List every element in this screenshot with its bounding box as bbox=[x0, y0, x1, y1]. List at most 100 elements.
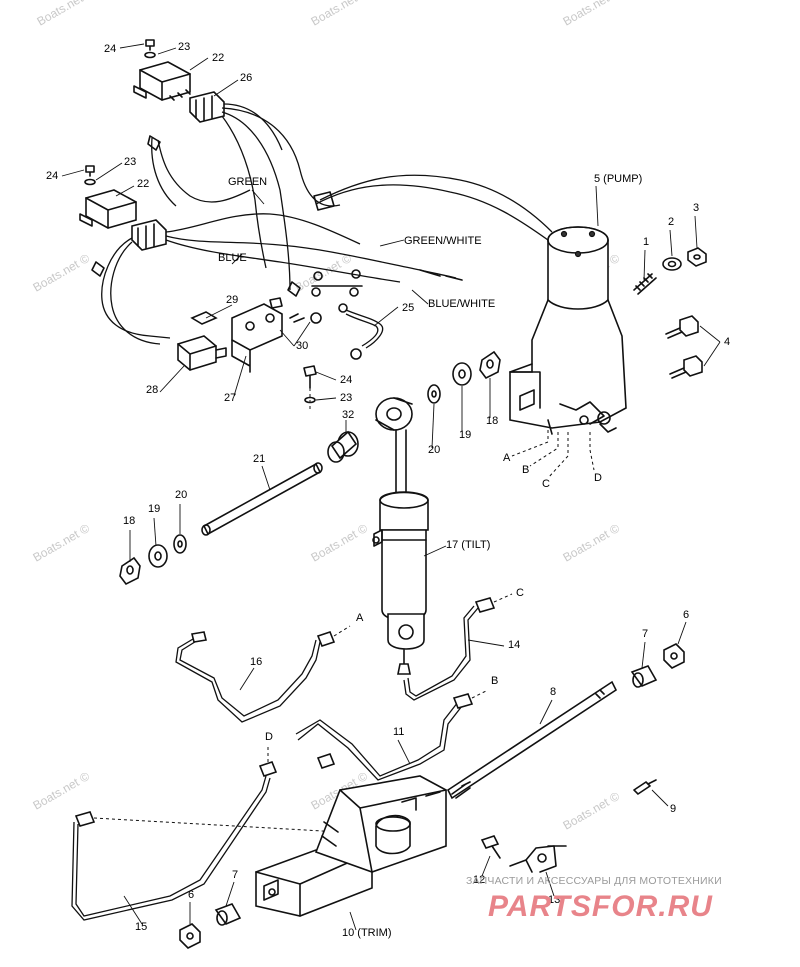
relay-lower bbox=[79, 189, 137, 229]
part-number-callout: 23 bbox=[124, 156, 136, 168]
component-label: GREEN/WHITE bbox=[404, 235, 482, 247]
part-number-callout: 13 bbox=[548, 894, 560, 906]
part-number-callout: 6 bbox=[188, 889, 194, 901]
hose-15 bbox=[71, 746, 341, 921]
hardware-6-7-right bbox=[630, 643, 685, 688]
pin-21 bbox=[201, 462, 323, 536]
part-number-callout: 11 bbox=[393, 726, 404, 738]
screw-upper bbox=[144, 39, 156, 59]
screw-lower bbox=[84, 165, 96, 186]
pump-ports bbox=[511, 430, 595, 479]
pin-9 bbox=[633, 779, 657, 795]
part-number-callout: 7 bbox=[642, 628, 648, 640]
connector-harness-upper bbox=[189, 91, 225, 123]
brand-overlay: ЗАПЧАСТИ И АКСЕССУАРЫ ДЛЯ МОТОТЕХНИКИ PA… bbox=[466, 875, 722, 923]
part-number-callout: 28 bbox=[146, 384, 158, 396]
hose-14 bbox=[403, 593, 513, 701]
part-number-callout: 27 bbox=[224, 392, 236, 404]
brand-tagline: ЗАПЧАСТИ И АКСЕССУАРЫ ДЛЯ МОТОТЕХНИКИ bbox=[466, 875, 722, 887]
connector-harness-lower bbox=[131, 219, 167, 251]
pad-29 bbox=[190, 311, 218, 325]
component-label: C bbox=[516, 587, 524, 599]
screw-12 bbox=[480, 835, 501, 859]
hose-11 bbox=[295, 689, 489, 781]
watermark-text: Boats.net © bbox=[31, 521, 93, 565]
bracket-27 bbox=[231, 303, 283, 373]
watermark-text: Boats.net © bbox=[561, 0, 623, 29]
leader-lines bbox=[61, 43, 721, 931]
clip-13 bbox=[509, 845, 567, 873]
component-label: 10 (TRIM) bbox=[342, 927, 392, 939]
part-number-callout: 24 bbox=[104, 43, 116, 55]
shaft-8 bbox=[446, 680, 618, 800]
part-number-callout: 22 bbox=[137, 178, 149, 190]
component-label: A bbox=[356, 612, 364, 624]
part-number-callout: 19 bbox=[459, 429, 471, 441]
part-number-callout: 30 bbox=[296, 340, 308, 352]
part-number-callout: 8 bbox=[550, 686, 556, 698]
part-number-callout: 1 bbox=[643, 236, 649, 248]
ground-strap-25 bbox=[338, 303, 384, 360]
part-number-callout: 16 bbox=[250, 656, 262, 668]
part-number-callout: 15 bbox=[135, 921, 147, 933]
screw-24-23-mid bbox=[303, 365, 317, 410]
part-number-callout: 6 bbox=[683, 609, 689, 621]
flasher-28 bbox=[177, 335, 227, 371]
part-number-callout: 20 bbox=[428, 444, 440, 456]
component-label: D bbox=[265, 731, 273, 743]
part-number-callout: 23 bbox=[340, 392, 352, 404]
part-number-callout: 25 bbox=[402, 302, 414, 314]
part-number-callout: 24 bbox=[340, 374, 352, 386]
component-labels: 5 (PUMP) 17 (TILT) 10 (TRIM) GREEN GREEN/WHI… bbox=[218, 173, 642, 939]
component-label: BLUE/WHITE bbox=[428, 298, 495, 310]
part-number-callout: 18 bbox=[486, 415, 498, 427]
part-number-callout: 22 bbox=[212, 52, 224, 64]
part-number-callout: 3 bbox=[693, 202, 699, 214]
part-number-callout: 12 bbox=[473, 874, 485, 886]
part-number-callout: 26 bbox=[240, 72, 252, 84]
part-number-callout: 24 bbox=[46, 170, 58, 182]
component-label: A bbox=[503, 452, 511, 464]
part-number-callout: 20 bbox=[175, 489, 187, 501]
part-number-callout: 19 bbox=[148, 503, 160, 515]
component-label: BLUE bbox=[218, 252, 247, 264]
hardware-6-7-left bbox=[179, 903, 242, 949]
part-number-callout: 7 bbox=[232, 869, 238, 881]
component-label: B bbox=[491, 675, 498, 687]
part-number-callout: 4 bbox=[724, 336, 730, 348]
component-label: C bbox=[542, 478, 550, 490]
bushing-32 bbox=[327, 430, 359, 463]
component-label: B bbox=[522, 464, 529, 476]
washer-2 bbox=[662, 257, 682, 271]
hardware-18-20-upper bbox=[427, 350, 501, 404]
watermark-text: Boats.net © bbox=[309, 0, 371, 29]
component-label: 17 (TILT) bbox=[446, 539, 490, 551]
component-label: GREEN bbox=[228, 176, 267, 188]
part-number-callout: 9 bbox=[670, 803, 676, 815]
watermark-text: Boats.net © bbox=[309, 521, 371, 565]
nut-3 bbox=[687, 247, 707, 267]
hardware-30 bbox=[269, 297, 322, 324]
wiring-harness bbox=[91, 103, 553, 345]
bolts-4 bbox=[665, 315, 703, 379]
component-label: 5 (PUMP) bbox=[594, 173, 642, 185]
hardware-18-20-lower bbox=[119, 534, 187, 586]
stud-1 bbox=[633, 273, 657, 295]
watermark-text: Boats.net © bbox=[561, 521, 623, 565]
part-number-callout: 18 bbox=[123, 515, 135, 527]
tilt-cylinder bbox=[372, 397, 429, 675]
part-number-callout: 32 bbox=[342, 409, 354, 421]
brand-logo-text: PARTSFOR.RU bbox=[488, 890, 713, 923]
watermark-text: Boats.net © bbox=[35, 0, 97, 29]
part-number-callout: 29 bbox=[226, 294, 238, 306]
part-number-callout: 23 bbox=[178, 41, 190, 53]
component-label: D bbox=[594, 472, 602, 484]
part-number-callout: 2 bbox=[668, 216, 674, 228]
watermark-text: Boats.net © bbox=[561, 789, 623, 833]
harness-terminals bbox=[311, 269, 363, 297]
part-number-callout: 14 bbox=[508, 639, 520, 651]
watermark-text: Boats.net © bbox=[31, 769, 93, 813]
